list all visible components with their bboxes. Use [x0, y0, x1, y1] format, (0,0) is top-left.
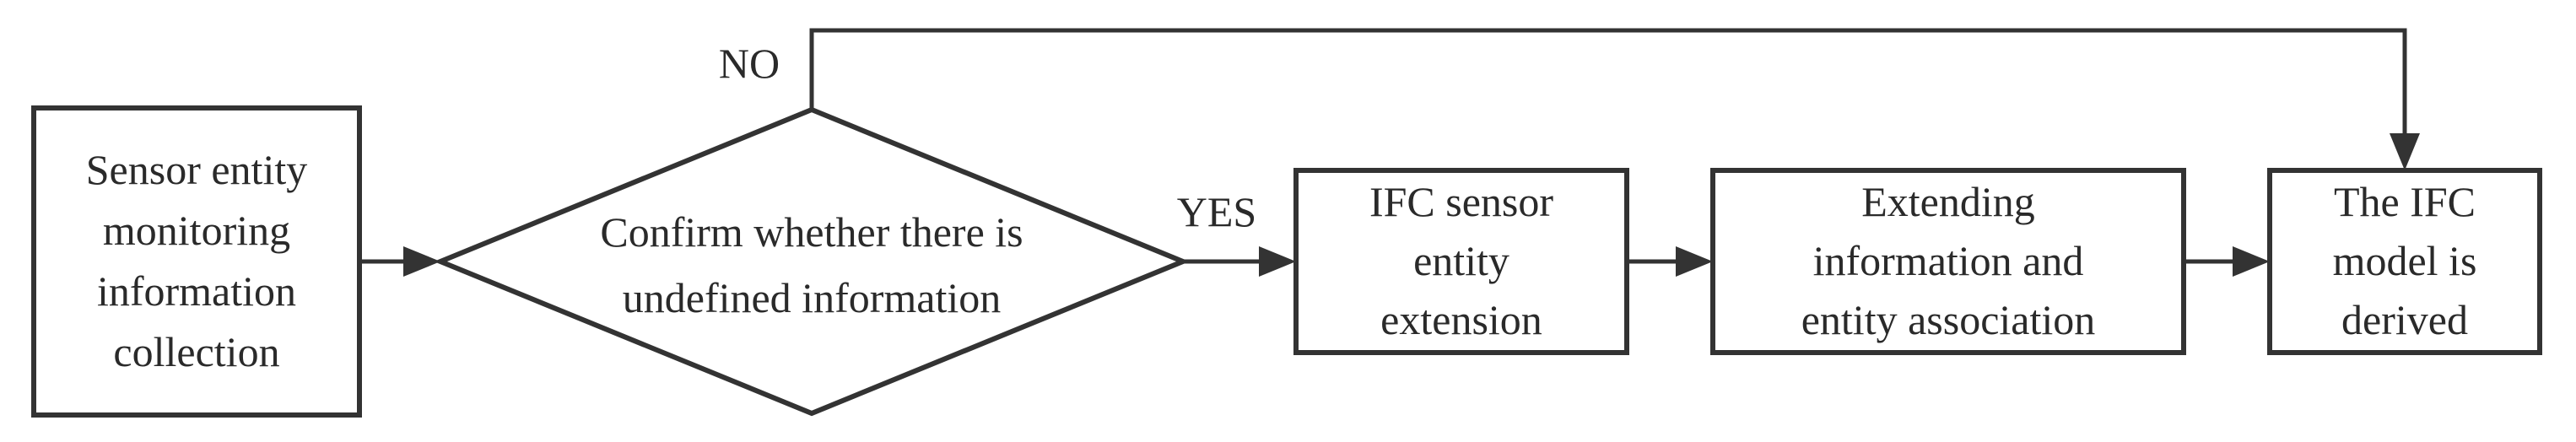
node-confirm-decision-line-1: Confirm whether there is	[600, 208, 1023, 256]
node-ifc-derived: The IFC model is derived	[2267, 168, 2542, 355]
node-ifc-derived-line-3: derived	[2341, 296, 2468, 343]
node-extending-info-line-2: information and	[1813, 237, 2084, 284]
node-ifc-extension: IFC sensor entity extension	[1293, 168, 1629, 355]
node-sensor-collection-line-2: monitoring	[103, 207, 290, 254]
node-confirm-decision: Confirm whether there is undefined infor…	[434, 106, 1190, 417]
node-sensor-collection-line-1: Sensor entity	[86, 146, 307, 193]
node-sensor-collection: Sensor entity monitoring information col…	[31, 105, 362, 418]
node-confirm-decision-line-2: undefined information	[623, 274, 1002, 321]
node-ifc-extension-line-1: IFC sensor	[1369, 178, 1553, 225]
node-sensor-collection-line-3: information	[97, 267, 296, 315]
edge-extension-to-extending	[1627, 246, 1713, 277]
node-extending-info-line-1: Extending	[1861, 178, 2035, 225]
node-ifc-derived-line-1: The IFC	[2334, 178, 2476, 225]
edge-no: NO	[719, 28, 2420, 170]
edge-yes-label: YES	[1177, 188, 1256, 235]
node-ifc-extension-line-3: extension	[1380, 296, 1542, 343]
edge-no-label: NO	[719, 40, 780, 87]
node-extending-info-line-3: entity association	[1801, 296, 2096, 343]
node-sensor-collection-line-4: collection	[113, 328, 279, 375]
node-ifc-derived-line-2: model is	[2333, 237, 2477, 284]
node-ifc-extension-line-2: entity	[1413, 237, 1509, 284]
edge-collection-to-decision	[359, 246, 440, 277]
node-extending-info: Extending information and entity associa…	[1710, 168, 2186, 355]
edge-yes: YES	[1177, 188, 1296, 277]
edge-extending-to-derived	[2184, 246, 2270, 277]
